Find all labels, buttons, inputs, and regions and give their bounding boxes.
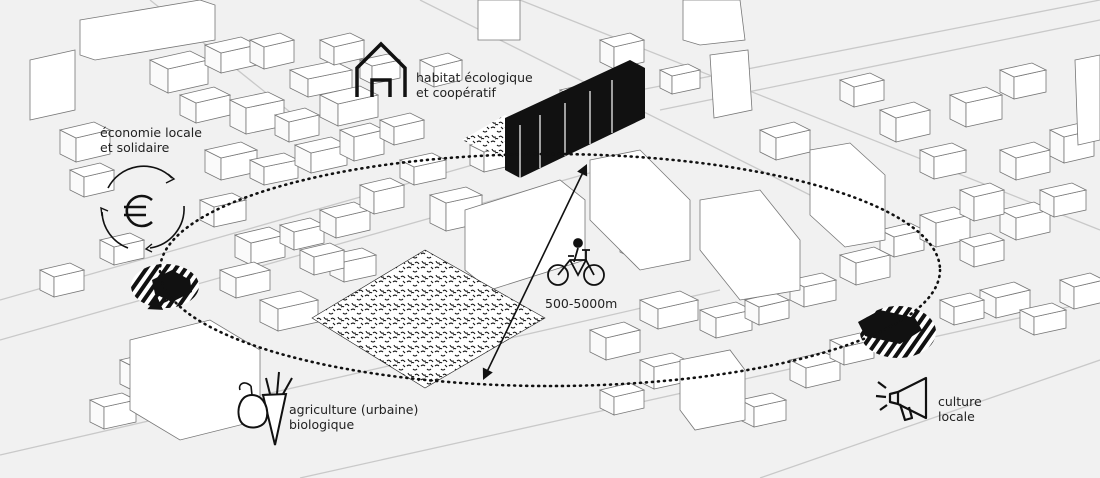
building-block <box>838 72 886 88</box>
loop-arrow <box>147 297 169 310</box>
fruit-vegetable-icon <box>237 371 293 446</box>
distance-arrow <box>482 163 588 381</box>
building-block <box>638 290 700 310</box>
building-block <box>948 86 1004 104</box>
building-block <box>358 177 406 193</box>
building-block <box>658 63 702 77</box>
building-block <box>358 53 402 67</box>
building-block <box>1058 272 1100 288</box>
building-block <box>273 107 321 123</box>
building-block <box>68 162 116 178</box>
building-block <box>918 142 968 158</box>
building-block <box>1038 182 1088 198</box>
label-housing-line2: et coopératif <box>416 85 496 100</box>
building-block <box>1018 302 1068 318</box>
building-block <box>288 60 354 80</box>
building-block <box>758 121 812 139</box>
euro-cycle-icon <box>100 165 185 253</box>
building-block <box>58 121 112 139</box>
label-culture-line2: locale <box>938 409 975 424</box>
building-block <box>318 85 380 105</box>
building-block <box>318 32 366 48</box>
building-block <box>738 392 788 408</box>
building-block <box>298 242 346 258</box>
label-culture: culture locale <box>938 394 982 424</box>
building-block <box>878 101 932 119</box>
building-block <box>198 192 248 208</box>
building-block <box>228 91 286 109</box>
building-block <box>258 290 320 310</box>
building-block <box>218 261 272 279</box>
building-block <box>203 141 259 159</box>
building-block <box>998 62 1048 78</box>
building-block <box>38 262 86 278</box>
label-agriculture-line2: biologique <box>289 417 355 432</box>
circular-loop <box>158 152 942 388</box>
label-agriculture: agriculture (urbaine) biologique <box>289 402 418 432</box>
building-block <box>378 112 426 128</box>
building-block <box>978 281 1032 299</box>
label-housing-line1: habitat écologique <box>416 70 533 85</box>
megaphone-icon <box>875 376 928 422</box>
building-block <box>598 32 646 48</box>
building-block <box>938 292 986 308</box>
label-economy: économie locale et solidaire <box>100 125 202 155</box>
label-housing: habitat écologique et coopératif <box>416 70 533 100</box>
building-block <box>598 382 646 398</box>
building-block <box>248 32 296 48</box>
building-block <box>98 232 146 248</box>
label-economy-line2: et solidaire <box>100 140 170 155</box>
label-culture-line1: culture <box>938 394 982 409</box>
label-distance: 500-5000m <box>545 296 618 311</box>
building-block <box>178 86 232 104</box>
building-block <box>588 321 642 339</box>
bicycle-icon <box>547 238 605 286</box>
building-block <box>958 182 1006 198</box>
label-agriculture-line1: agriculture (urbaine) <box>289 402 419 417</box>
housing-block <box>505 60 645 178</box>
building-block <box>428 186 484 204</box>
label-economy-line1: économie locale <box>100 125 202 140</box>
house-icon <box>355 41 407 97</box>
building-block <box>958 232 1006 248</box>
building-block <box>418 52 464 68</box>
